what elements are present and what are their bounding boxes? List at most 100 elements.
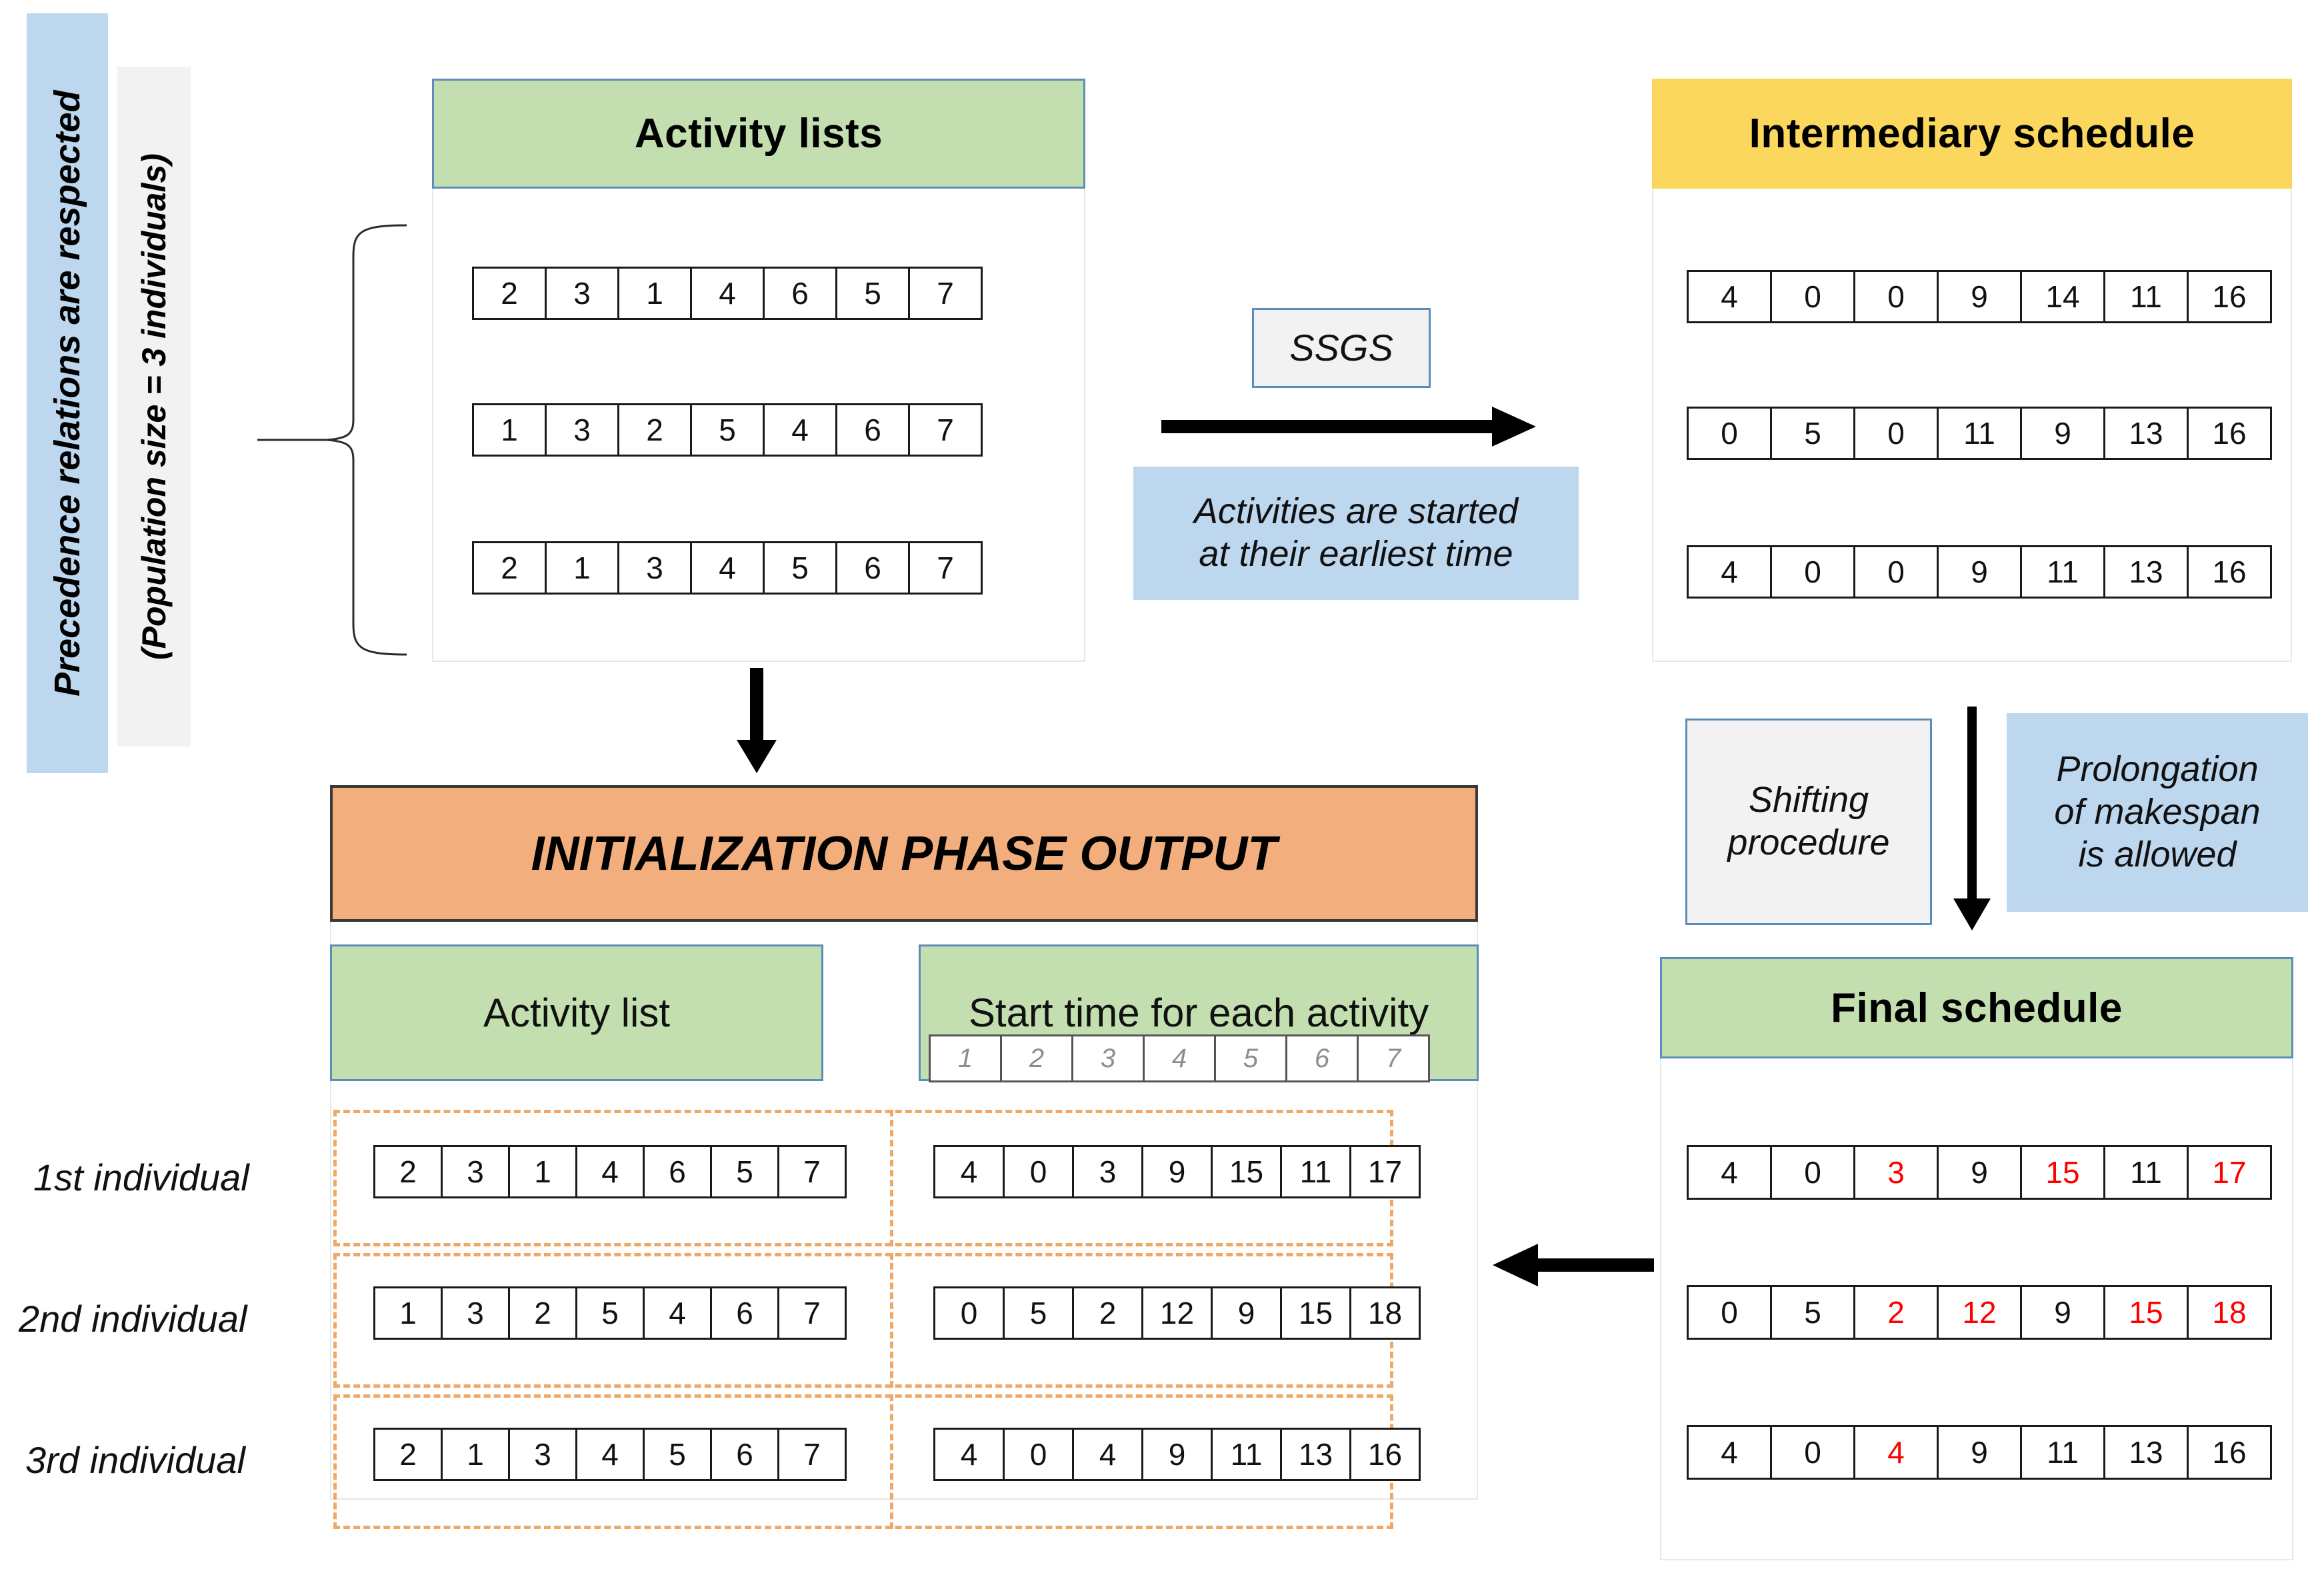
intermediary-cell: 9 [1937, 545, 2022, 599]
init-start-time-cell: 0 [1003, 1145, 1074, 1198]
earliest-time-callout: Activities are started at their earliest… [1133, 467, 1579, 600]
activity-list-cell: 1 [617, 267, 692, 320]
final-schedule-cell: 9 [1937, 1425, 2022, 1480]
init-start-time-cell: 0 [933, 1286, 1005, 1340]
init-activity-list-cell: 7 [777, 1145, 847, 1198]
intermediary-schedule-title: Intermediary schedule [1652, 79, 2292, 189]
initialization-phase-output-title-text: INITIALIZATION PHASE OUTPUT [531, 826, 1277, 880]
activity-list-cell: 3 [545, 403, 619, 457]
intermediary-cell: 11 [2020, 545, 2105, 599]
population-size-label: (Population size = 3 individuals) [117, 67, 191, 747]
precedence-relations-label: Precedence relations are respected [27, 13, 108, 773]
init-activity-list-cell: 3 [441, 1145, 510, 1198]
activity-list-cell: 1 [545, 541, 619, 595]
row-label-1st-individual-text: 1st individual [33, 1156, 249, 1198]
activity-lists-title: Activity lists [432, 79, 1085, 189]
init-start-time-cell: 13 [1280, 1428, 1351, 1481]
activity-list-cell: 6 [763, 267, 837, 320]
final-schedule-cell: 15 [2103, 1285, 2189, 1340]
final-schedule-cell: 3 [1853, 1145, 1939, 1200]
activity-list-cell: 6 [835, 541, 910, 595]
intermediary-cell: 16 [2187, 545, 2272, 599]
intermediary-cell: 14 [2020, 270, 2105, 323]
init-activity-list-cell: 1 [373, 1286, 443, 1340]
activity-list-cell: 5 [835, 267, 910, 320]
arrow-right-icon [1159, 400, 1539, 453]
init-activity-list-cell: 5 [643, 1428, 712, 1481]
intermediary-cell: 0 [1770, 545, 1855, 599]
activity-list-cell: 5 [690, 403, 765, 457]
activity-list-cell: 2 [617, 403, 692, 457]
init-activity-list-cell: 5 [575, 1286, 645, 1340]
activity-list-cell: 2 [472, 267, 547, 320]
init-start-time-cell: 18 [1349, 1286, 1421, 1340]
intermediary-cell: 4 [1687, 270, 1772, 323]
init-start-time-cell: 3 [1072, 1145, 1143, 1198]
intermediary-cell: 16 [2187, 270, 2272, 323]
init-start-time-cell: 11 [1211, 1428, 1282, 1481]
init-start-time-cell: 9 [1141, 1428, 1213, 1481]
intermediary-cell: 13 [2103, 545, 2189, 599]
activity-list-cell: 5 [763, 541, 837, 595]
final-schedule-cell: 12 [1937, 1285, 2022, 1340]
prolongation-callout: Prolongation of makespan is allowed [2007, 713, 2308, 912]
init-activity-list-cell: 2 [373, 1145, 443, 1198]
start-time-index-cell: 4 [1143, 1034, 1216, 1082]
init-start-time-cell: 15 [1211, 1145, 1282, 1198]
init-activity-list-cell: 6 [643, 1145, 712, 1198]
init-start-time-cell: 2 [1072, 1286, 1143, 1340]
intermediary-cell: 0 [1853, 270, 1939, 323]
intermediary-cell: 11 [2103, 270, 2189, 323]
individual-row-1-divider [890, 1110, 893, 1246]
arrow-down-icon-init [730, 667, 783, 775]
init-start-time-cell: 9 [1141, 1145, 1213, 1198]
activity-list-cell: 4 [763, 403, 837, 457]
final-schedule-title: Final schedule [1660, 957, 2293, 1058]
final-schedule-cell: 13 [2103, 1425, 2189, 1480]
intermediary-cell: 5 [1770, 407, 1855, 460]
ssgs-text: SSGS [1289, 326, 1393, 369]
activity-lists-title-text: Activity lists [634, 111, 883, 157]
init-start-time-cell: 15 [1280, 1286, 1351, 1340]
intermediary-schedule-title-text: Intermediary schedule [1749, 111, 2195, 157]
column-header-activity-list-text: Activity list [483, 990, 671, 1035]
init-activity-list-cell: 3 [441, 1286, 510, 1340]
intermediary-cell: 0 [1853, 407, 1939, 460]
row-label-3rd-individual: 3rd individual [25, 1428, 325, 1492]
intermediary-cell: 0 [1687, 407, 1772, 460]
arrow-left-icon [1490, 1238, 1657, 1292]
final-schedule-cell: 4 [1853, 1425, 1939, 1480]
final-schedule-cell: 11 [2020, 1425, 2105, 1480]
init-start-time-cell: 4 [933, 1428, 1005, 1481]
initialization-phase-output-title: INITIALIZATION PHASE OUTPUT [330, 785, 1478, 922]
intermediary-cell: 0 [1770, 270, 1855, 323]
activity-list-cell: 7 [908, 267, 983, 320]
precedence-relations-text: Precedence relations are respected [47, 90, 87, 697]
final-schedule-cell: 17 [2187, 1145, 2272, 1200]
intermediary-cell: 9 [2020, 407, 2105, 460]
intermediary-cell: 4 [1687, 545, 1772, 599]
individual-row-2-divider [890, 1253, 893, 1388]
init-activity-list-cell: 5 [710, 1145, 779, 1198]
activity-list-cell: 4 [690, 267, 765, 320]
final-schedule-cell: 5 [1770, 1285, 1855, 1340]
init-start-time-cell: 11 [1280, 1145, 1351, 1198]
final-schedule-cell: 4 [1687, 1145, 1772, 1200]
final-schedule-cell: 0 [1770, 1145, 1855, 1200]
init-activity-list-cell: 4 [643, 1286, 712, 1340]
start-time-index-cell: 7 [1357, 1034, 1430, 1082]
final-schedule-cell: 11 [2103, 1145, 2189, 1200]
activity-list-cell: 1 [472, 403, 547, 457]
left-curly-brace-icon [253, 220, 413, 660]
final-schedule-cell: 0 [1770, 1425, 1855, 1480]
